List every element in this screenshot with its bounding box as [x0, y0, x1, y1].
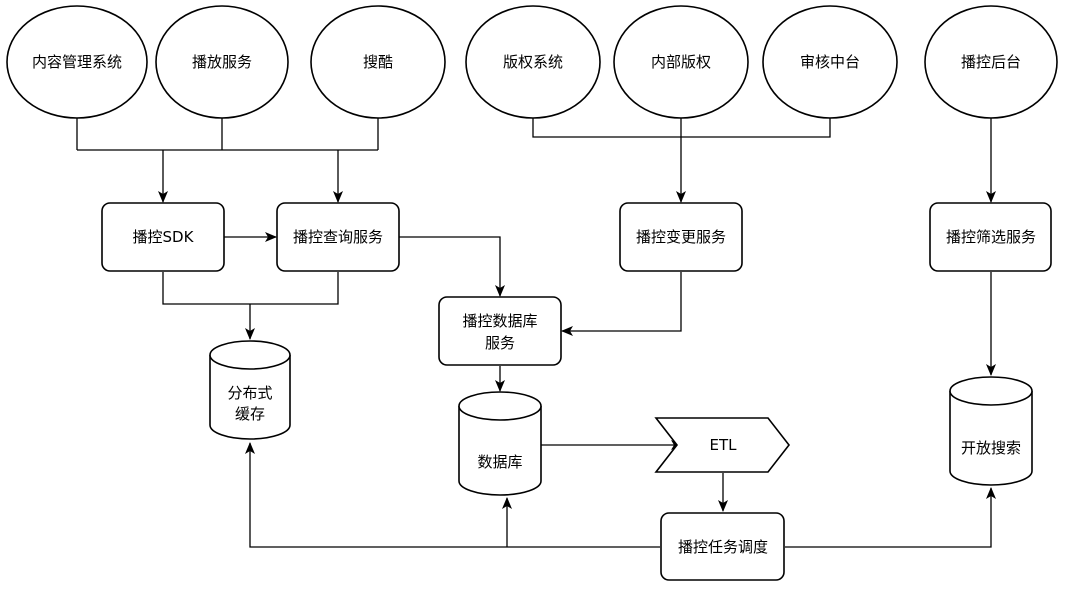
node-control-query-service-label: 播控查询服务	[293, 228, 383, 246]
node-distributed-cache-label-2: 缓存	[235, 405, 265, 423]
node-control-sdk-label: 播控SDK	[133, 228, 195, 246]
edge-top-left-bus	[76, 112, 379, 151]
node-cms: 内容管理系统	[6, 5, 148, 119]
node-internal-copyright: 内部版权	[613, 5, 749, 119]
node-database: 数据库	[458, 391, 542, 496]
node-open-search: 开放搜索	[949, 376, 1033, 486]
edge-sdk-query-to-cache	[162, 272, 339, 339]
node-control-db-service-label-1: 播控数据库	[462, 312, 537, 330]
edge-scheduler-to-cache	[245, 442, 660, 548]
node-soku: 搜酷	[310, 5, 446, 119]
node-control-change-service: 播控变更服务	[619, 202, 743, 272]
node-internal-copyright-label: 内部版权	[651, 53, 711, 71]
node-distributed-cache-label-1: 分布式	[227, 384, 272, 402]
node-open-search-label: 开放搜索	[961, 439, 1021, 457]
node-review-center: 审核中台	[762, 5, 898, 119]
node-playback-service: 播放服务	[155, 5, 289, 119]
node-soku-label: 搜酷	[363, 53, 393, 71]
node-control-filter-service-label: 播控筛选服务	[946, 228, 1036, 246]
node-copyright-system-label: 版权系统	[503, 53, 563, 71]
node-task-scheduler: 播控任务调度	[660, 512, 785, 581]
node-control-db-service: 播控数据库 服务	[438, 296, 562, 366]
node-review-center-label: 审核中台	[800, 53, 860, 71]
node-distributed-cache: 分布式 缓存	[209, 340, 291, 440]
node-cms-label: 内容管理系统	[32, 53, 122, 71]
edge-change-to-dbservice	[561, 272, 682, 336]
node-database-label: 数据库	[477, 453, 522, 471]
node-copyright-system: 版权系统	[465, 5, 601, 119]
node-control-backend-label: 播控后台	[961, 53, 1021, 71]
node-control-db-service-label-2: 服务	[485, 334, 515, 352]
node-etl: ETL	[654, 417, 791, 473]
node-control-query-service: 播控查询服务	[276, 202, 400, 272]
node-task-scheduler-label: 播控任务调度	[678, 538, 768, 556]
node-playback-service-label: 播放服务	[192, 53, 252, 71]
edge-query-to-dbservice	[399, 236, 505, 297]
node-control-backend: 播控后台	[924, 5, 1058, 119]
edge-scheduler-to-search	[785, 487, 996, 548]
node-etl-label: ETL	[710, 436, 738, 454]
edges	[76, 112, 996, 548]
node-control-filter-service: 播控筛选服务	[929, 202, 1052, 272]
node-control-change-service-label: 播控变更服务	[636, 228, 726, 246]
node-control-sdk: 播控SDK	[101, 202, 225, 272]
